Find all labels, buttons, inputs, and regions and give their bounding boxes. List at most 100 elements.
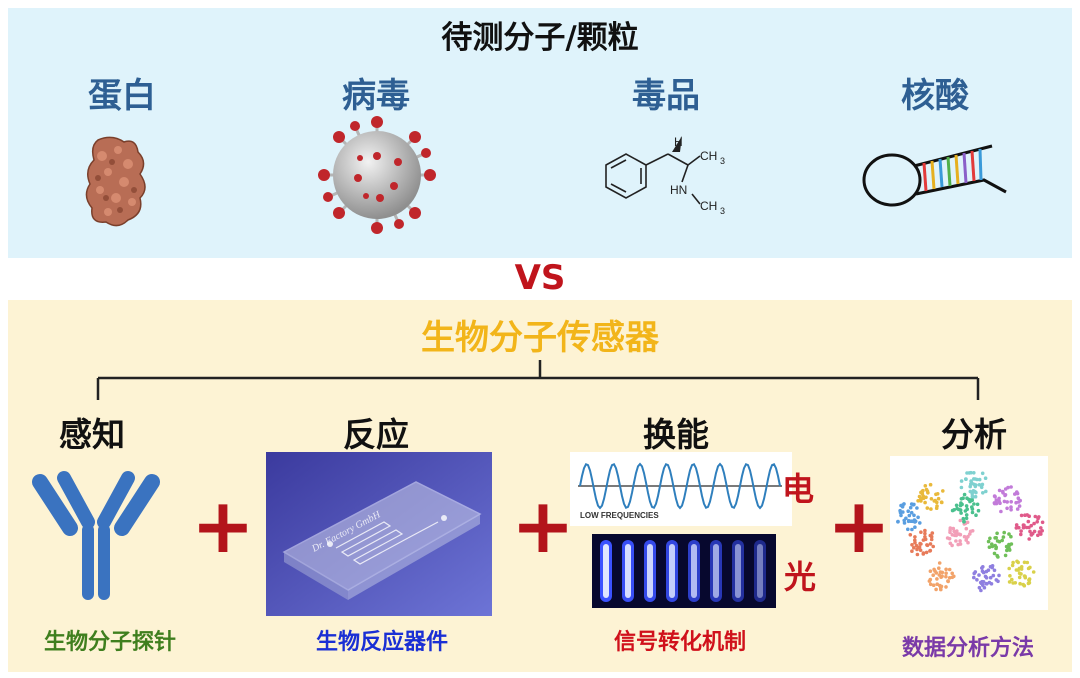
cluster-point [901, 510, 905, 514]
cluster-point [1040, 529, 1044, 533]
cluster-point [958, 518, 963, 523]
cluster-point [970, 491, 974, 496]
cluster-point [920, 491, 925, 496]
electric-signal-wave-image: LOW FREQUENCIES [570, 452, 792, 526]
vs-label: VS [514, 258, 566, 298]
cluster-point [1040, 520, 1045, 525]
cluster-point [902, 521, 907, 525]
microfluidic-chip-image: Dr. Factory GmbH [266, 452, 492, 616]
cluster-point [1032, 521, 1036, 526]
cluster-point [992, 568, 997, 573]
structure-ch3-bottom-label: CH [700, 199, 717, 213]
fluorescent-tube-core [625, 544, 631, 598]
cluster-point [979, 588, 983, 593]
cluster-point [963, 509, 968, 513]
cluster-point [1017, 525, 1021, 530]
cluster-point [1011, 560, 1015, 565]
cluster-point [959, 479, 964, 483]
cluster-point [948, 526, 953, 530]
cluster-point [929, 534, 934, 539]
cluster-point [924, 487, 929, 492]
plus-symbol-3: + [827, 481, 891, 570]
plus-symbol-2: + [511, 481, 575, 570]
cluster-point [1009, 534, 1013, 539]
cluster-point [1028, 565, 1032, 570]
cluster-point [909, 510, 914, 515]
cluster-point [925, 506, 930, 510]
cluster-point [913, 520, 917, 524]
cluster-point [974, 513, 978, 517]
cluster-point [984, 576, 989, 580]
cluster-point [960, 502, 964, 507]
cluster-point [952, 574, 956, 579]
cluster-point [977, 585, 982, 590]
cluster-point [965, 496, 969, 500]
cluster-point [1008, 574, 1012, 578]
cluster-point [908, 505, 913, 510]
cluster-point [964, 516, 969, 521]
cluster-point [934, 587, 938, 592]
cluster-point [997, 488, 1002, 493]
cluster-point [937, 561, 942, 565]
cluster-point [973, 477, 978, 481]
cluster-point [1000, 538, 1004, 543]
molecule-label-drug: 毒品 [632, 76, 700, 116]
cluster-point [954, 503, 959, 508]
cluster-point [958, 532, 963, 537]
stage-label-reaction: 反应 [343, 415, 409, 454]
cluster-point [987, 580, 992, 585]
cluster-point [930, 531, 935, 535]
cluster-point [1004, 544, 1009, 549]
cluster-point [968, 484, 972, 489]
cluster-point [913, 525, 917, 529]
cluster-point [955, 529, 959, 533]
drug-chemical-structure-icon: H CH 3 HN CH 3 [605, 135, 725, 216]
cluster-point [1010, 563, 1015, 568]
cluster-point [952, 529, 956, 534]
cluster-point [1011, 581, 1015, 585]
cluster-point [1039, 532, 1043, 536]
structure-ch3-bottom-sub: 3 [720, 206, 725, 216]
cluster-point [944, 585, 948, 589]
cluster-point [1029, 533, 1034, 537]
cluster-point [921, 551, 926, 555]
cluster-point [932, 499, 937, 503]
antibody-icon [32, 471, 160, 600]
cluster-point [906, 527, 910, 532]
cluster-point [1039, 526, 1043, 530]
cluster-point [910, 543, 914, 547]
cluster-point [1027, 537, 1031, 541]
cluster-point [997, 573, 1001, 578]
cluster-point [981, 580, 986, 584]
cluster-point [1025, 560, 1030, 565]
cluster-point [965, 520, 970, 525]
cluster-point [970, 529, 975, 533]
cluster-point [982, 585, 987, 590]
cluster-point [918, 548, 923, 552]
signal-type-optical: 光 [783, 558, 816, 596]
cluster-point [918, 541, 922, 546]
cluster-point [913, 535, 917, 539]
cluster-point [929, 507, 933, 511]
cluster-point [917, 545, 922, 549]
cluster-point [980, 471, 985, 476]
cluster-point [983, 476, 988, 480]
cluster-point [1017, 566, 1022, 571]
cluster-point [1036, 516, 1040, 521]
cluster-point [964, 536, 969, 540]
structure-hn-label: HN [670, 183, 687, 197]
cluster-point [916, 499, 920, 503]
virus-icon [318, 116, 436, 234]
cluster-point [991, 573, 996, 578]
cluster-point [1015, 490, 1019, 494]
cluster-point [990, 544, 995, 549]
cluster-point [977, 573, 981, 577]
cluster-point [961, 516, 966, 521]
cluster-point [975, 502, 980, 507]
cluster-point [964, 526, 969, 531]
cluster-point [946, 579, 950, 584]
cluster-point [1022, 560, 1027, 565]
cluster-point [937, 566, 941, 570]
cluster-point [896, 520, 900, 524]
cluster-point [910, 527, 914, 532]
